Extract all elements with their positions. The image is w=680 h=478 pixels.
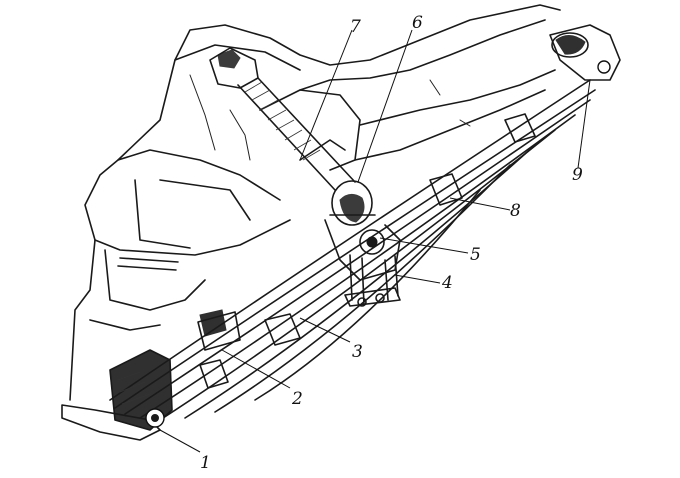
leader-lines (159, 29, 591, 453)
callout-6: 6 (412, 13, 423, 33)
callout-8: 8 (510, 201, 521, 221)
body-floor-pan (61, 4, 561, 441)
spring-clip (197, 309, 241, 351)
shock-absorber (209, 47, 356, 191)
callout-1: 1 (200, 453, 211, 473)
rear-shackle (549, 24, 621, 81)
axle-mount (324, 219, 401, 307)
callout-4: 4 (441, 273, 453, 293)
callout-9: 9 (572, 165, 583, 185)
bump-stop (329, 180, 376, 226)
callout-labels: 1 2 3 4 5 6 7 8 9 (200, 13, 583, 473)
callout-2: 2 (291, 389, 303, 409)
front-bracket (109, 349, 173, 431)
leaf-spring (109, 79, 596, 421)
callout-3: 3 (352, 342, 363, 362)
callout-7: 7 (350, 17, 361, 37)
callout-5: 5 (470, 245, 481, 265)
